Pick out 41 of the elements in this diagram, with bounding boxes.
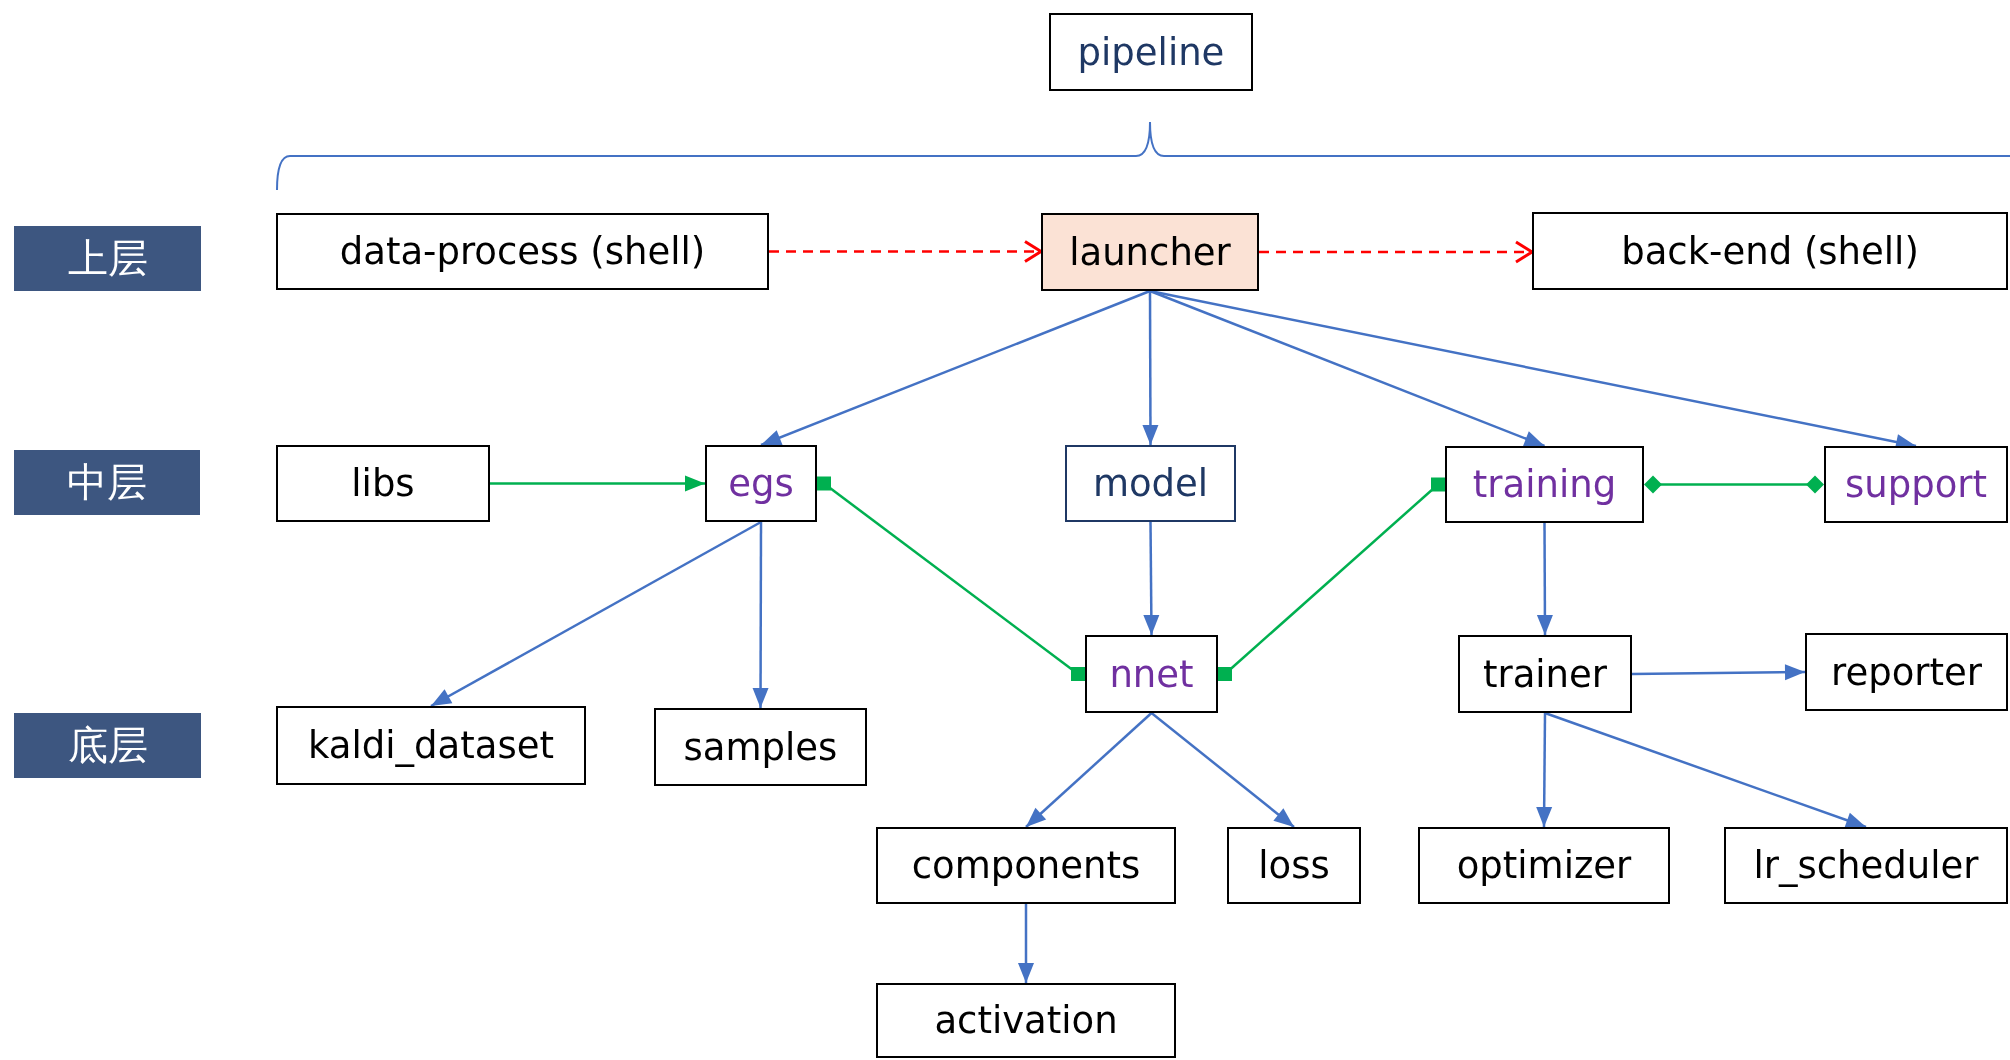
arrow xyxy=(1632,664,1805,681)
arrow xyxy=(1259,240,1534,264)
module-box: samples xyxy=(654,708,867,786)
arrow xyxy=(752,522,769,708)
module-box: reporter xyxy=(1805,633,2008,711)
module-box: kaldi_dataset xyxy=(276,706,586,785)
module-box: support xyxy=(1824,446,2008,523)
connector-line xyxy=(1644,475,1824,494)
arrow xyxy=(1149,289,1545,448)
module-box: optimizer xyxy=(1418,827,1670,904)
module-box: components xyxy=(876,827,1176,904)
arrow xyxy=(430,520,762,708)
module-box: nnet xyxy=(1085,635,1218,713)
module-box: pipeline xyxy=(1049,13,1253,91)
layer-label: 中层 xyxy=(14,450,200,515)
arrow xyxy=(1025,712,1153,828)
arrow xyxy=(1536,523,1553,635)
module-box: lr_scheduler xyxy=(1724,827,2008,904)
layer-label: 上层 xyxy=(14,226,201,291)
module-box: back-end (shell) xyxy=(1532,212,2008,290)
module-box: egs xyxy=(705,445,817,522)
layer-label: 底层 xyxy=(14,713,201,778)
arrow xyxy=(760,289,1151,447)
arrow xyxy=(1142,291,1159,445)
arrow xyxy=(1544,711,1867,829)
arrow xyxy=(1018,904,1034,983)
module-box: data-process (shell) xyxy=(276,213,769,290)
module-box: loss xyxy=(1227,827,1361,904)
module-box: training xyxy=(1445,446,1644,523)
arrow xyxy=(769,240,1043,263)
module-box: model xyxy=(1065,445,1236,522)
connector-line xyxy=(817,476,1085,681)
arrow xyxy=(490,475,705,492)
arrow xyxy=(1536,713,1553,827)
module-box: trainer xyxy=(1458,635,1632,713)
module-box: launcher xyxy=(1041,213,1259,291)
arrow xyxy=(1150,712,1295,828)
connector-line xyxy=(1218,477,1445,681)
module-box: activation xyxy=(876,983,1176,1058)
module-box: libs xyxy=(276,445,490,522)
arrow xyxy=(1143,522,1160,635)
